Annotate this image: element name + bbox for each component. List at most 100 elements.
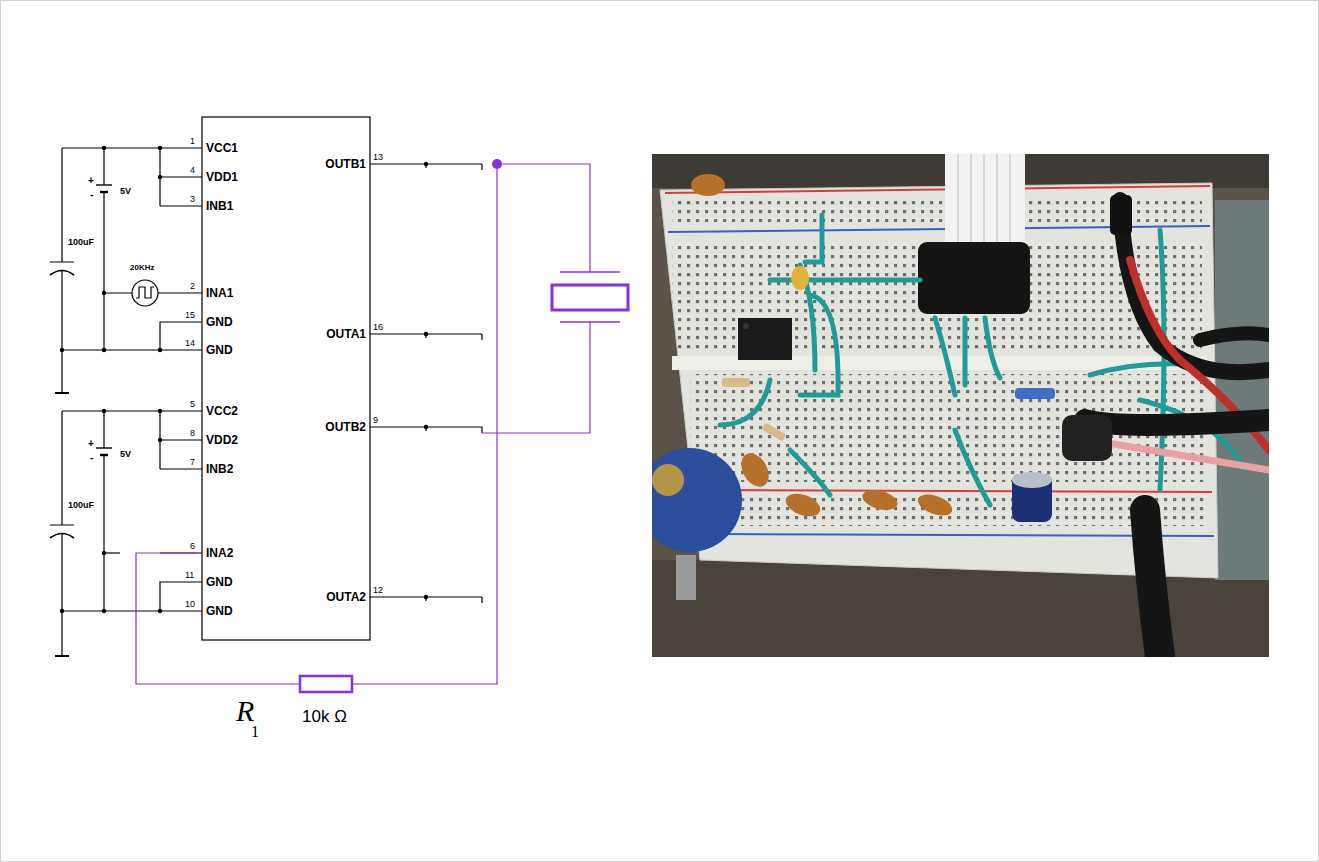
pin-name: VCC2 [206,405,238,417]
pin-number: 6 [190,542,195,551]
junction-dot [158,609,162,613]
battery-symbol [100,191,108,193]
breadboard-photo [1015,388,1055,399]
breadboard-photo [665,186,1210,193]
piezo-symbol [560,271,620,272]
junction-dot [158,409,162,413]
battery-symbol [96,184,112,185]
schematic-wiring [103,148,104,350]
breadboard-photo [722,378,750,387]
added-wiring [136,553,300,684]
battery-symbol [96,447,112,448]
pin-name: INB2 [206,463,233,475]
junction-dot [424,332,428,336]
breadboard-photo [1085,420,1269,425]
junction-dot [102,609,106,613]
schematic-wiring [104,552,120,553]
ground-symbol [55,393,69,656]
value-label: 100uF [68,238,94,247]
value-label: 100uF [68,501,94,510]
breadboard-photo [762,423,787,442]
polarity-mark: + [88,176,94,186]
junction-dot [424,425,428,429]
breadboard-photo [805,215,822,262]
breadboard-photo [736,448,775,491]
junction-dot [102,551,106,555]
frequency-label: 20KHz [130,264,154,272]
pin-number: 4 [190,166,195,175]
junction-dot [60,146,428,613]
junction-dot [158,438,162,442]
added-wiring [497,164,590,272]
pin-number: 3 [190,195,195,204]
piezo-symbol [552,272,628,322]
breadboard-photo [1090,440,1269,470]
breadboard-photo [1110,195,1132,235]
schematic-wiring [62,582,202,611]
pin-name: INA2 [206,547,233,559]
breadboard-photo [783,489,824,520]
junction-dot [60,348,64,352]
pin-name: GND [206,605,233,617]
breadboard-photo [790,450,830,495]
resistor-symbol [300,676,352,692]
breadboard-photo [1145,510,1160,657]
battery-symbol [96,185,112,455]
breadboard-photo [963,318,968,385]
schematic-wiring [62,410,202,411]
added-wiring [352,164,497,684]
pin-number: 10 [185,600,195,609]
junction-dot [424,162,428,166]
breadboard-photo [958,154,1010,250]
schematic-wiring [61,533,62,655]
schematic-wiring [61,270,62,392]
breadboard-photo [800,295,838,395]
breadboard-photo [652,154,1269,657]
pin-number: 11 [185,571,194,580]
breadboard-photo [915,490,955,519]
breadboard-photo [860,487,899,514]
ic-body [202,117,370,640]
breadboard-photo [1062,415,1112,461]
piezo-symbol [560,321,620,322]
breadboard-photo [652,464,684,496]
schematic-wiring [62,322,202,350]
junction-dot [424,595,428,599]
pin-name: GND [206,316,233,328]
breadboard-photo [1012,472,1052,488]
battery-symbol [100,454,108,456]
junction-dot [102,146,106,150]
pin-number: 8 [190,429,195,438]
part-subscript: 1 [251,724,259,740]
breadboard-photo [1085,200,1269,657]
pin-number: 16 [373,323,383,332]
pin-name: GND [206,576,233,588]
breadboard-photo [652,154,1269,657]
junction-dot [158,146,162,150]
pin-number: 7 [190,458,195,467]
breadboard-photo [676,555,696,600]
breadboard-photo [945,154,1025,254]
value-label: 5V [120,450,131,459]
pin-number: 9 [373,416,378,425]
schematic-wiring [160,148,202,206]
breadboard-photo [791,266,809,290]
junction-dot [102,348,106,352]
schematic-wiring [62,147,202,148]
ground-symbol [55,655,69,657]
signal-source-symbol [132,280,158,306]
breadboard-photo [985,318,1000,378]
breadboard-photo [1200,333,1269,340]
added-wiring [482,322,590,433]
junction-dot [492,159,502,169]
pin-name: OUTA2 [326,591,366,603]
breadboard-photo [935,318,955,395]
junction-dot [60,609,64,613]
ground-symbol [55,392,69,394]
junction-dot [158,348,162,352]
breadboard-photo [705,490,1212,492]
schematic-wiring [425,164,426,601]
value-label: 5V [120,187,131,196]
